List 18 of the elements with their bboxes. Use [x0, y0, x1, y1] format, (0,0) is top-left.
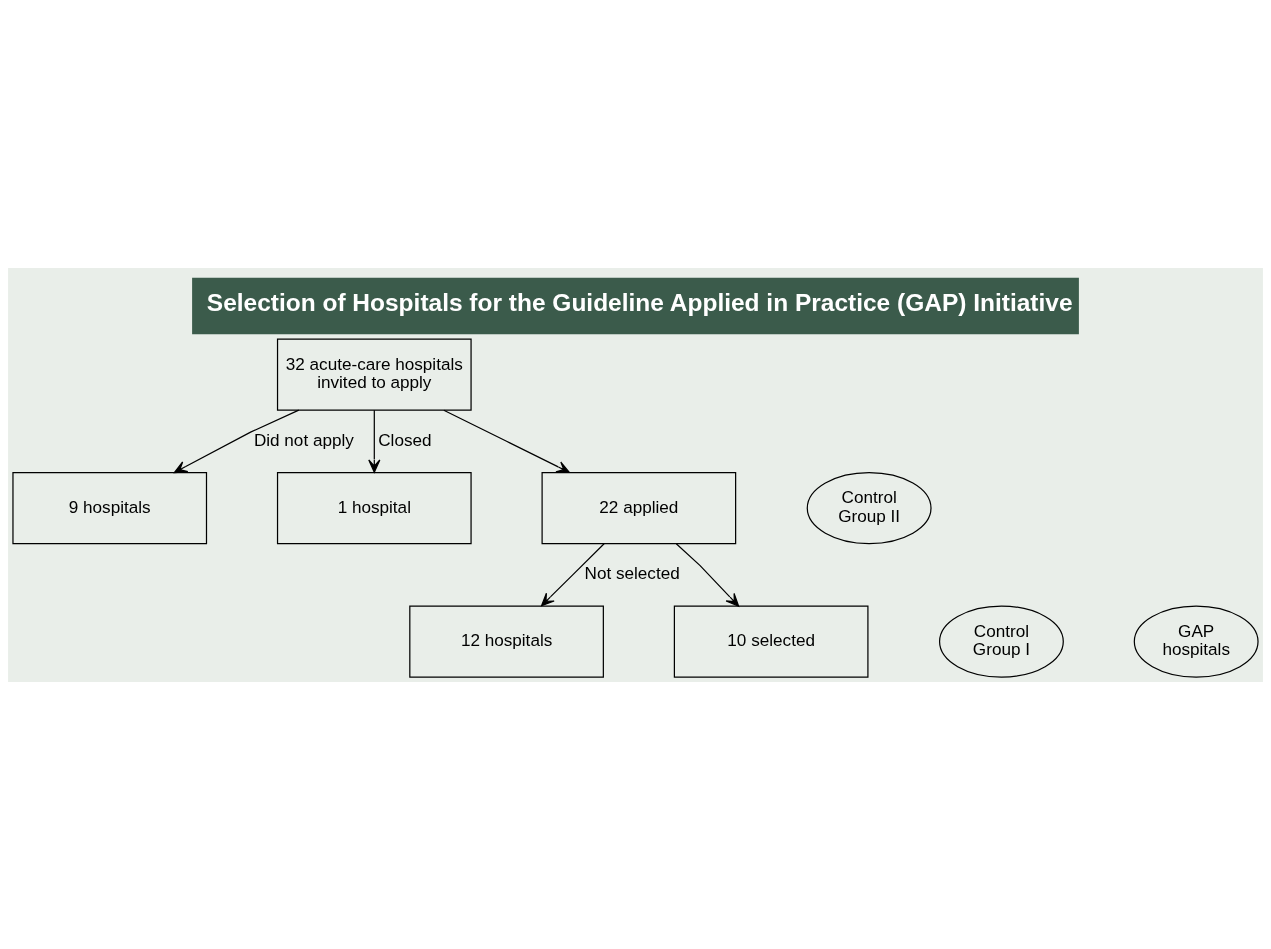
node-box: 1 hospital [276, 471, 472, 544]
node-box: 10 selected [673, 604, 869, 678]
node-box: 12 hospitals [409, 604, 604, 678]
arrow [540, 542, 605, 606]
node-ellipse: GAP hospitals [1133, 604, 1259, 678]
arrow [368, 409, 381, 473]
edge-label: Closed [378, 429, 432, 450]
arrow [443, 409, 570, 473]
node-ellipse: Control Group I [938, 604, 1064, 678]
arrow [173, 409, 300, 473]
node-ellipse: Control Group II [806, 471, 932, 544]
node-box: 9 hospitals [12, 471, 208, 544]
node-box: 22 applied [541, 471, 737, 544]
edge-label: Not selected [584, 562, 680, 583]
edge-label: Did not apply [253, 429, 354, 450]
arrow [675, 542, 740, 607]
diagram-title: Selection of Hospitals for the Guideline Applied in Practice (GAP) Initiative [206, 288, 1073, 316]
node-box: 32 acute-care hospitals invited to apply [276, 337, 472, 411]
